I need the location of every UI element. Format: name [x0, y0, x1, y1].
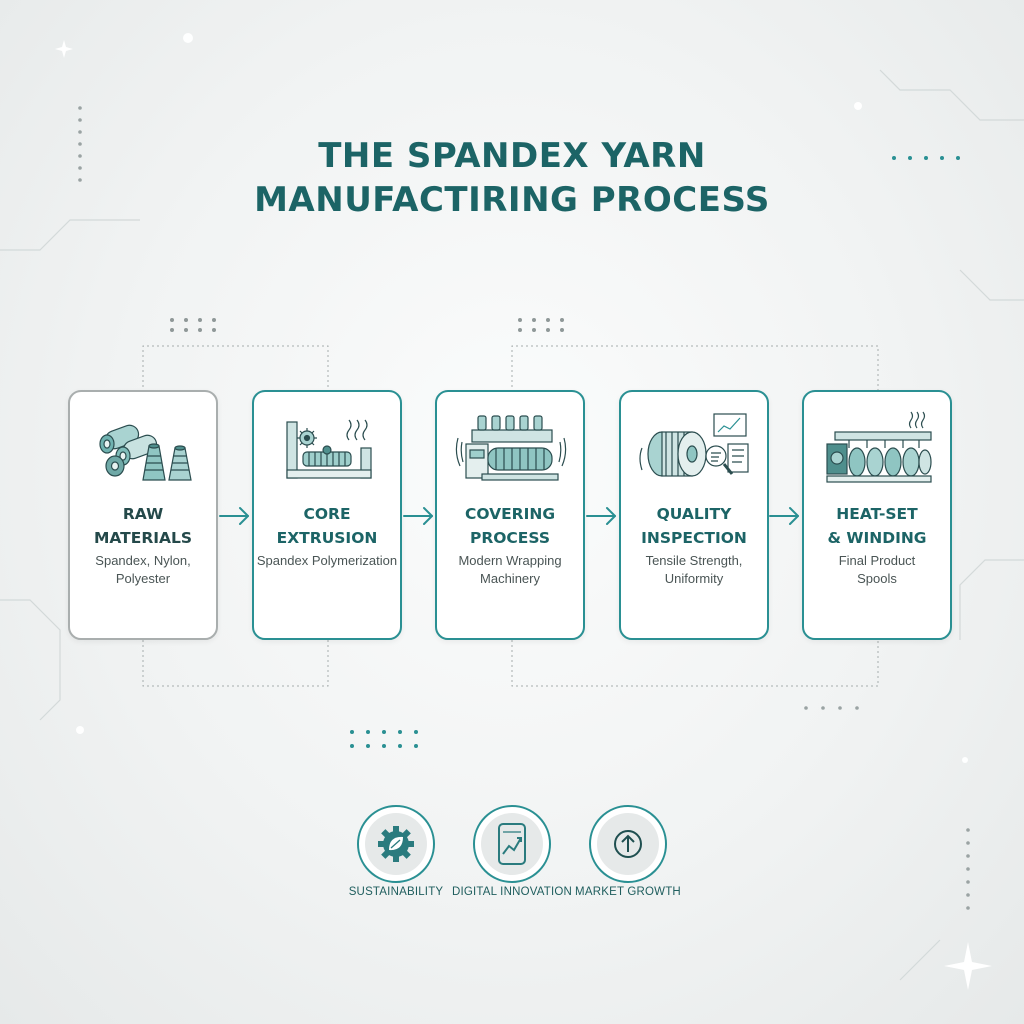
sparkle-icon — [944, 942, 992, 990]
covering-machine-icon — [455, 415, 567, 481]
step-title: QUALITY INSPECTION — [641, 505, 747, 547]
inspection-icon — [639, 413, 749, 477]
step-description: Spandex Polymerization — [256, 553, 398, 568]
digital-innovation-badge — [473, 805, 551, 883]
step-card-covering-process: COVERING PROCESS Modern Wrapping Machine… — [435, 390, 585, 640]
market-growth-badge — [589, 805, 667, 883]
yarn-rolls-icon — [99, 424, 192, 481]
step-card-raw-materials: RAW MATERIALS Spandex, Nylon, Polyester — [68, 390, 218, 640]
page-title: THE SPANDEX YARN MANUFACTIRING PROCESS — [0, 134, 1024, 222]
winding-machine-icon — [826, 411, 932, 483]
step-description: Spandex, Nylon, Polyester — [95, 553, 191, 586]
title-line-1: THE SPANDEX YARN — [318, 136, 706, 176]
flow-arrow — [586, 507, 616, 525]
sparkle-icon — [55, 40, 73, 58]
step-card-core-extrusion: CORE EXTRUSION Spandex Polymerization — [252, 390, 402, 640]
flow-arrow — [403, 507, 433, 525]
flow-arrow — [219, 507, 249, 525]
step-description: Tensile Strength, Uniformity — [645, 553, 743, 586]
extrusion-machine-icon — [286, 419, 372, 479]
flow-arrow — [769, 507, 799, 525]
step-title: HEAT-SET & WINDING — [827, 505, 927, 547]
step-title: RAW MATERIALS — [93, 505, 193, 547]
step-card-heat-set-winding: HEAT-SET & WINDING Final Product Spools — [802, 390, 952, 640]
badge-label: SUSTAINABILITY — [348, 886, 444, 898]
step-title: COVERING PROCESS — [464, 505, 556, 547]
title-line-2: MANUFACTIRING PROCESS — [254, 180, 770, 220]
gear-leaf-icon — [378, 826, 414, 862]
badge-label: MARKET GROWTH — [575, 886, 681, 898]
tablet-chart-icon — [498, 823, 526, 865]
step-card-quality-inspection: QUALITY INSPECTION Tensile Strength, Uni… — [619, 390, 769, 640]
step-description: Final Product Spools — [838, 553, 916, 586]
sustainability-badge — [357, 805, 435, 883]
step-title: CORE EXTRUSION — [276, 505, 378, 547]
arrow-up-icon — [614, 830, 642, 858]
step-description: Modern Wrapping Machinery — [458, 553, 562, 586]
badge-label: DIGITAL INNOVATION — [451, 886, 573, 898]
